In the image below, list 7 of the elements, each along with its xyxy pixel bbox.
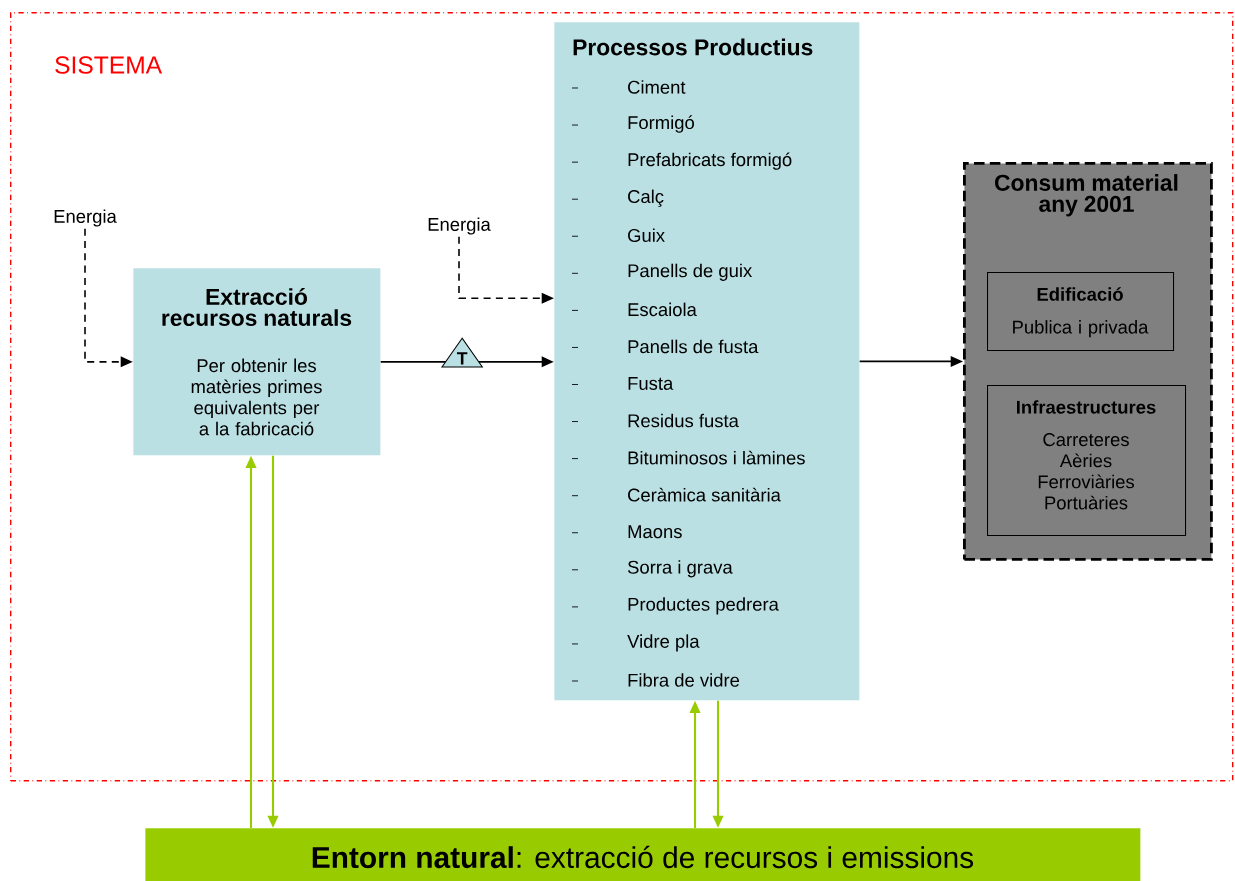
environment-band: Entorn natural: extracció de recursos i emissions [145, 828, 1141, 881]
category-box: Edificació Publica i privada [987, 272, 1175, 352]
category-box: Infraestructures Carreteres Aèries Ferroviàries Portuàries [987, 385, 1187, 537]
process-list-box: Processos Productius Ciment Formigó Prefabricats formigó Calç Guix Panells de guix Escaiola Panells de fusta Fusta Residus fusta Bituminosos i làmines Ceràmica sanitària Maons Sorra i grava Productes pedrera Vidre pla Fibra de vidre [554, 22, 860, 701]
process-box: Extracció recursos naturals Per obtenir les matèries primes equivalents per a la fabricació [133, 268, 381, 456]
energy-label: Energia [428, 217, 491, 235]
energy-label: Energia [54, 209, 117, 227]
